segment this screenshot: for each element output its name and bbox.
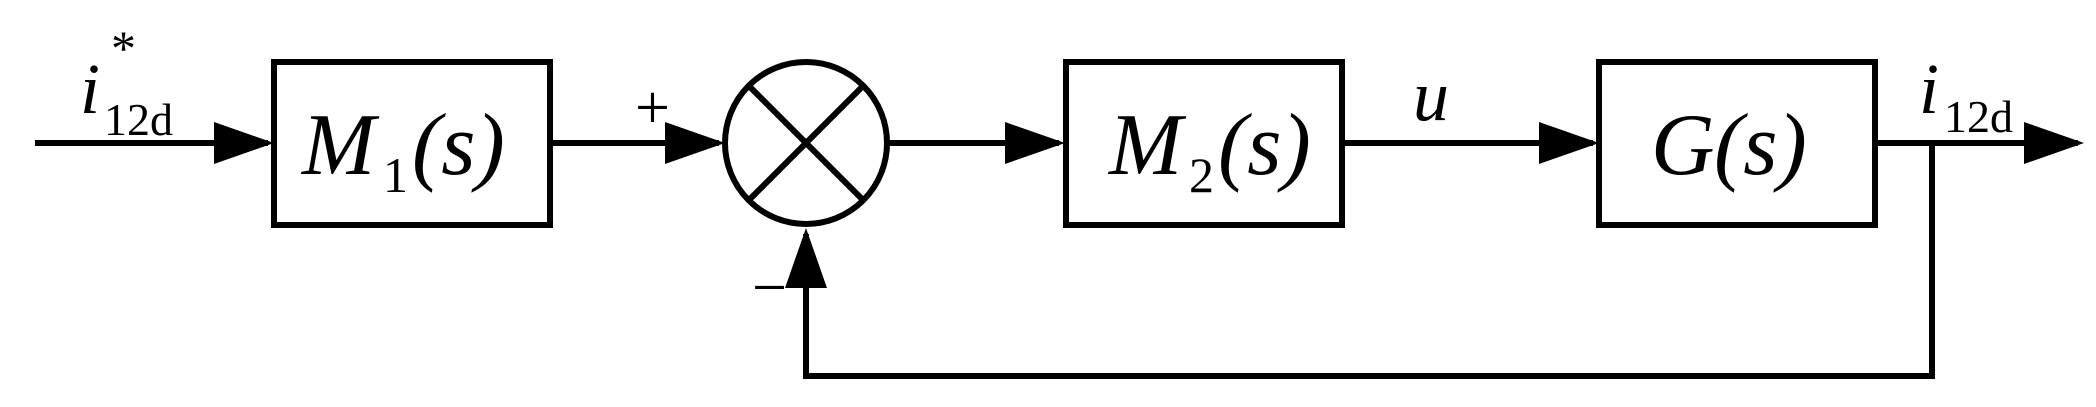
- g-block-label: G: [1651, 97, 1715, 194]
- m2-block: [1063, 59, 1345, 228]
- m2-block-subscript: 2: [1189, 147, 1214, 203]
- plus-sign: +: [635, 74, 670, 142]
- minus-sign: −: [752, 254, 787, 322]
- input-signal-superscript: *: [111, 20, 136, 76]
- m1-block-subscript: 1: [383, 147, 408, 203]
- output-signal-subscript: 12d: [1944, 91, 2013, 142]
- summing-junction: [722, 59, 890, 227]
- control-signal-label: u: [1413, 56, 1449, 136]
- g-block-argument: (s): [1714, 97, 1807, 194]
- input-signal-label: i: [80, 49, 100, 129]
- g-block: [1596, 59, 1878, 228]
- feedback-path: [785, 143, 1935, 379]
- m2-block-label: M: [1107, 97, 1187, 194]
- m1-block-label: M: [300, 97, 380, 194]
- output-signal-label: i: [1919, 49, 1939, 129]
- input-signal-subscript: 12d: [104, 94, 173, 145]
- m1-block-argument: (s): [412, 97, 505, 194]
- m2-block-argument: (s): [1218, 97, 1311, 194]
